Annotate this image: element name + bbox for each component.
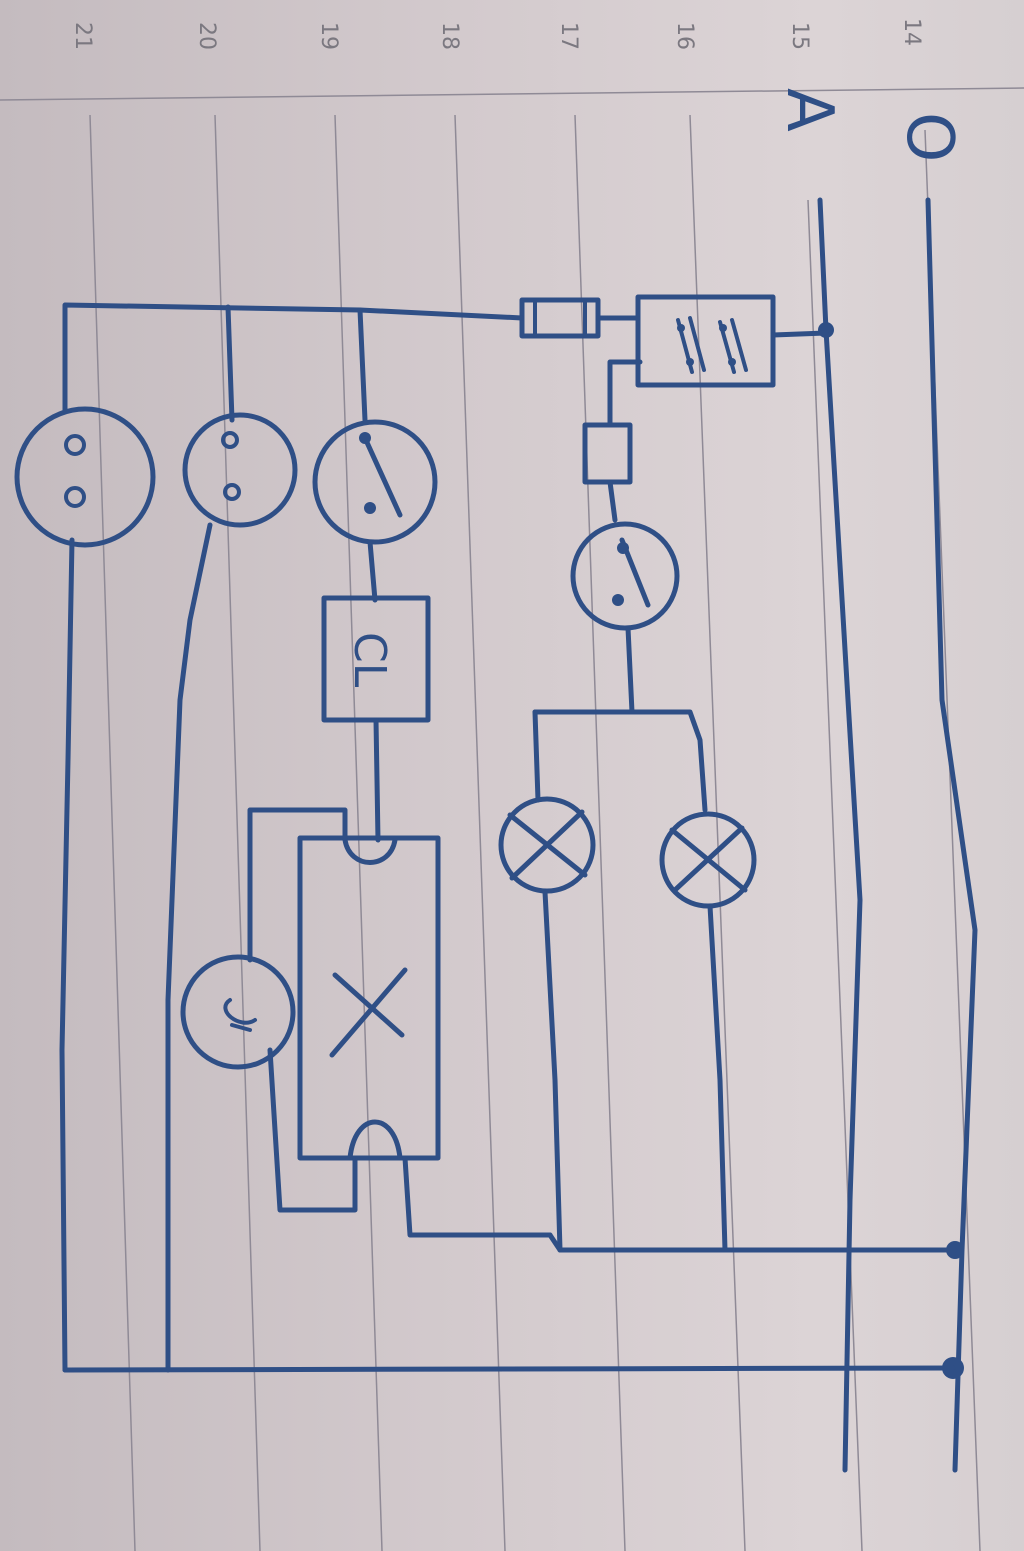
line-number: 16 (672, 22, 697, 50)
neutral-rail (925, 197, 978, 1473)
line-number: 18 (437, 22, 462, 50)
neutral-rail-label: O (892, 112, 966, 162)
line-number: 21 (70, 22, 95, 50)
starter (180, 954, 296, 1070)
line-number: 17 (556, 22, 581, 50)
socket-outlet (165, 412, 298, 1373)
cl-label: CL (344, 632, 395, 688)
meter-box (635, 294, 829, 388)
lamp-switch (570, 521, 680, 715)
fluorescent-lamp (247, 807, 553, 1238)
line-number: 15 (787, 22, 812, 50)
outlet-bus (62, 302, 525, 413)
light-bulb (659, 811, 757, 1253)
light-bulb (498, 796, 596, 1253)
outlet-return (62, 1365, 956, 1373)
phase-rail-label: A (772, 88, 846, 132)
branch-fuse (582, 422, 633, 523)
line-number: 19 (316, 22, 341, 50)
line-number: 20 (194, 22, 219, 50)
line-number: 14 (899, 18, 924, 46)
cl-box: CL (321, 595, 431, 843)
socket-outlet (14, 406, 156, 1373)
light-switch (312, 419, 438, 603)
main-fuse (519, 297, 641, 339)
neutral-return (547, 1232, 958, 1253)
phase-rail (817, 197, 863, 1473)
margin-numbers: 14 15 16 17 18 19 20 21 (70, 18, 924, 50)
